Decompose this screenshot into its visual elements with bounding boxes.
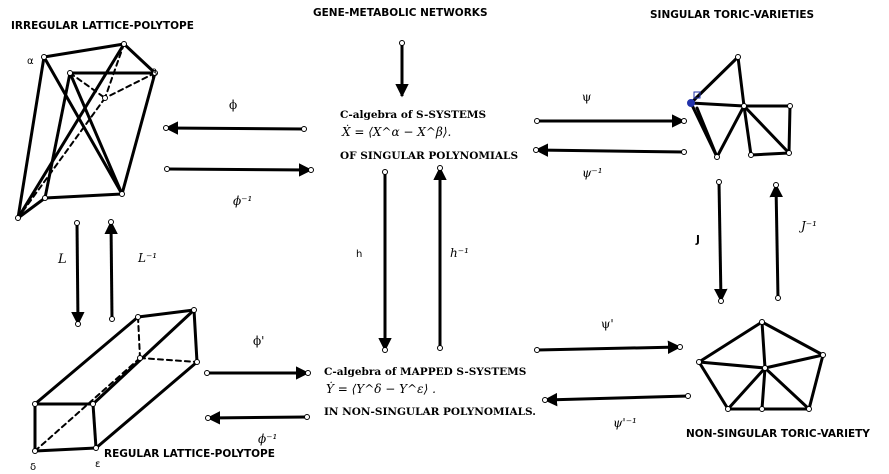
arrow-phi <box>164 121 305 135</box>
center-top-line3: OF SINGULAR POLYNOMIALS <box>340 150 518 162</box>
label-phi-prime-inverse: ϕ⁻¹ <box>258 432 277 446</box>
title-nonsingular-toric: NON-SINGULAR TORIC-VARIETY <box>686 428 870 440</box>
label-L: L <box>57 252 67 267</box>
label-L-inverse: L⁻¹ <box>137 251 157 265</box>
singular-point-marker <box>687 99 695 107</box>
label-phi-prime: ϕ' <box>253 334 264 348</box>
arrow-phi-prime-inverse <box>206 411 308 425</box>
center-bottom-line3: IN NON-SINGULAR POLYNOMIALS. <box>324 406 536 418</box>
label-J-inverse: J⁻¹ <box>798 219 817 233</box>
singular-point-box <box>693 91 701 99</box>
title-regular-polytope: REGULAR LATTICE-POLYTOPE <box>104 448 275 460</box>
arrow-J-inverse <box>769 183 783 299</box>
center-top-line1: C-algebra of S-SYSTEMS <box>340 109 486 121</box>
label-J: J <box>695 234 700 246</box>
title-irregular-polytope: IRREGULAR LATTICE-POLYTOPE <box>11 20 194 32</box>
label-psi-inverse: ψ⁻¹ <box>582 166 603 180</box>
center-bottom-formula: Ẏ = ⟨Y^δ − Y^ε⟩ . <box>326 381 436 396</box>
label-phi-inverse: ϕ⁻¹ <box>233 194 252 208</box>
label-psi-prime-inverse: ψ'⁻¹ <box>613 416 637 430</box>
arrow-L-inverse <box>104 220 118 320</box>
label-psi: ψ <box>582 90 591 104</box>
arrow-J <box>714 181 728 303</box>
label-psi-prime: ψ' <box>601 317 614 331</box>
irregular-polytope-figure <box>16 42 157 220</box>
arrow-phi-inverse <box>166 163 313 177</box>
label-phi: ϕ <box>229 98 237 112</box>
regular-polytope-figure <box>33 308 199 453</box>
center-top-formula: Ẋ = ⟨X^α − X^β⟩. <box>341 124 451 139</box>
irregular-polytope-vertices <box>15 41 158 221</box>
label-h: h <box>356 249 362 260</box>
vertex-label-beta: β <box>151 68 157 79</box>
nonsingular-toric-figure <box>697 320 825 411</box>
arrow-endpoint-dots <box>74 40 781 421</box>
arrow-psi-prime <box>536 340 682 355</box>
singular-toric-vertices <box>714 54 793 160</box>
vertex-label-delta: δ <box>30 462 36 473</box>
vertex-label-alpha: α <box>27 56 34 67</box>
arrow-psi-prime-inverse <box>543 392 689 407</box>
title-gene-networks: GENE-METABOLIC NETWORKS <box>313 7 488 19</box>
arrow-L <box>71 222 85 326</box>
singular-toric-figure <box>689 55 792 159</box>
regular-polytope-vertices <box>32 307 200 454</box>
nonsingular-toric-vertices <box>696 319 826 412</box>
center-bottom-line1: C-algebra of MAPPED S-SYSTEMS <box>324 366 526 378</box>
label-h-inverse: h⁻¹ <box>450 246 469 260</box>
title-singular-toric: SINGULAR TORIC-VARIETIES <box>650 9 814 21</box>
arrow-psi-inverse <box>534 143 685 157</box>
vertex-label-epsilon: ε <box>95 459 100 470</box>
